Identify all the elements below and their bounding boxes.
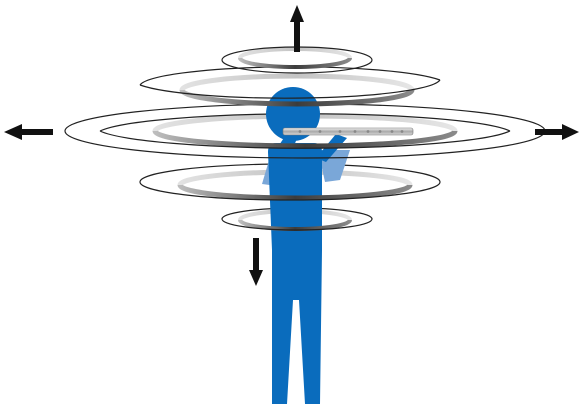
arrow-down [249, 238, 263, 286]
figure-body [268, 143, 322, 404]
arrow-left [4, 124, 53, 140]
ring-level-2-back [140, 67, 440, 90]
flute [283, 128, 413, 135]
arrow-up [290, 5, 304, 52]
ring-level-1-front [222, 58, 372, 73]
